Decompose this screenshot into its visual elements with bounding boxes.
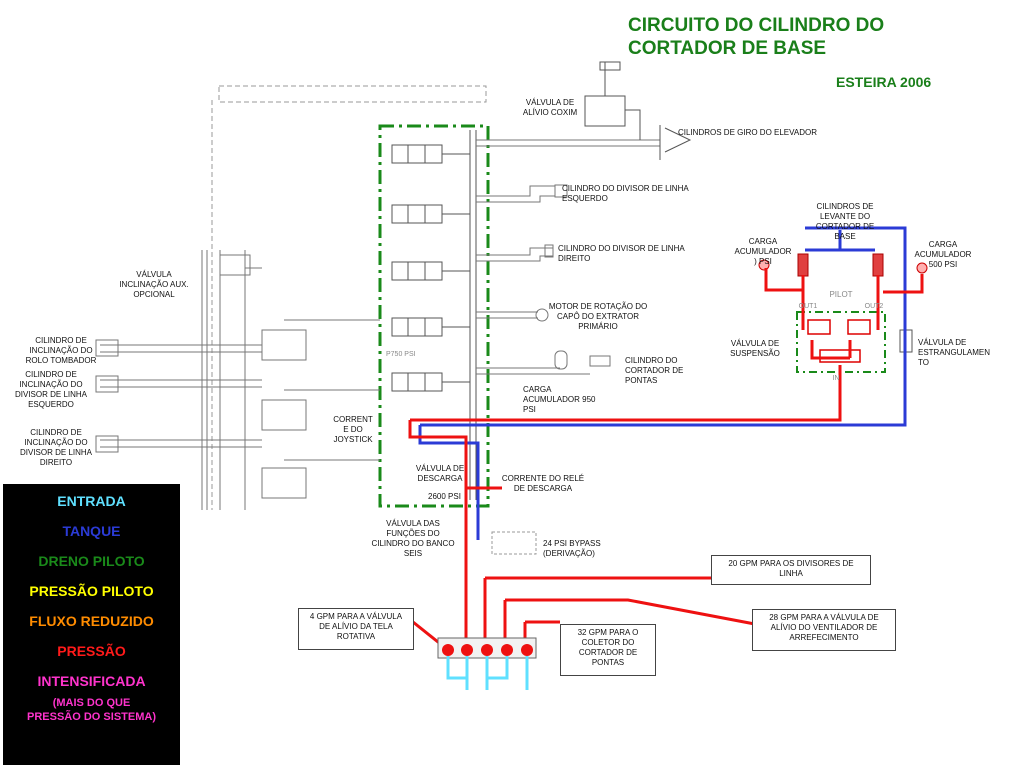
- label-rolo-tombador: CILINDRO DE INCLINAÇÃO DO ROLO TOMBADOR: [25, 336, 97, 365]
- label-pilot: PILOT: [829, 290, 853, 299]
- label-in: IN: [832, 375, 840, 382]
- legend-fluxo-reduzido: FLUXO REDUZIDO: [29, 613, 154, 629]
- label-divisor-esquerdo: CILINDRO DO DIVISOR DE LINHA ESQUERDO: [562, 184, 689, 203]
- valve-bank-outline: [378, 124, 490, 508]
- label-cilindros-giro: CILINDROS DE GIRO DO ELEVADOR: [678, 128, 817, 137]
- box-28-gpm: 28 GPM PARA A VÁLVULA DE ALÍVIO DO VENTI…: [752, 609, 896, 651]
- label-motor-extrator: MOTOR DE ROTAÇÃO DO CAPÔ DO EXTRATOR PRI…: [548, 302, 648, 331]
- legend-dreno-piloto: DRENO PILOTO: [38, 553, 145, 569]
- tank-lines: [418, 226, 907, 540]
- diagram-title: CIRCUITO DO CILINDRO DO CORTADOR DE BASE: [628, 15, 885, 59]
- diagram-subtitle: ESTEIRA 2006: [836, 74, 932, 90]
- legend-pressao-piloto: PRESSÃO PILOTO: [29, 583, 154, 599]
- legend-entrada: ENTRADA: [57, 493, 126, 509]
- label-valvula-suspensao: VÁLVULA DE SUSPENSÃO: [730, 339, 780, 358]
- box-20-gpm: 20 GPM PARA OS DIVISORES DE LINHA: [711, 555, 871, 585]
- label-corrente-rele: CORRENTE DO RELÉ DE DESCARGA: [501, 474, 585, 493]
- legend: ENTRADA TANQUE DRENO PILOTO PRESSÃO PILO…: [3, 484, 180, 765]
- label-bypass: 24 PSI BYPASS (DERIVAÇÃO): [543, 539, 601, 558]
- label-carga-acumulador-500: CARGA ACUMULADOR 500 PSI: [914, 240, 972, 269]
- cushion-relief-valve: [584, 61, 692, 160]
- label-divisor-direito: CILINDRO DO DIVISOR DE LINHA DIREITO: [558, 244, 685, 263]
- valve-bank-sections: [391, 130, 477, 500]
- actuator-lines: [476, 139, 660, 375]
- label-carga-acumulador: CARGA ACUMULADOR ) PSI: [734, 237, 792, 266]
- box-4-gpm: 4 GPM PARA A VÁLVULA DE ALÍVIO DA TELA R…: [298, 608, 414, 650]
- label-funcoes-banco: VÁLVULA DAS FUNÇÕES DO CILINDRO DO BANCO…: [371, 519, 455, 558]
- label-valvula-descarga: VÁLVULA DE DESCARGA: [415, 464, 465, 483]
- label-valvula-alivio-coxim: VÁLVULA DE ALÍVIO COXIM: [522, 98, 578, 117]
- pressure-lines: [408, 268, 924, 652]
- bypass-valve: [491, 531, 537, 555]
- label-incl-divisor-dir: CILINDRO DE INCLINAÇÃO DO DIVISOR DE LIN…: [19, 428, 92, 467]
- legend-pressao: PRESSÃO: [57, 643, 126, 659]
- label-p750: P750 PSI: [386, 351, 416, 358]
- box-32-gpm: 32 GPM PARA O COLETOR DO CORTADOR DE PON…: [560, 624, 656, 676]
- label-valvula-estrangulamento: VÁLVULA DE ESTRANGULAMEN TO: [918, 338, 991, 367]
- label-valvula-inclinacao-aux: VÁLVULA INCLINAÇÃO AUX. OPCIONAL: [119, 270, 189, 299]
- label-corrente-joystick: CORRENT E DO JOYSTICK: [333, 415, 373, 444]
- legend-tanque: TANQUE: [62, 523, 121, 539]
- label-out2: OUT2: [864, 303, 884, 310]
- label-carga-950: CARGA ACUMULADOR 950 PSI: [523, 385, 596, 414]
- pump-manifold: [437, 637, 537, 690]
- label-cilindros-levante: CILINDROS DE LEVANTE DO CORTADOR DE BASE: [815, 202, 875, 241]
- aux-tilt-valve-block: [95, 250, 380, 510]
- label-out1: OUT1: [798, 303, 818, 310]
- upper-dashed-outline: [211, 85, 487, 510]
- legend-mais-que: (MAIS DO QUE PRESSÃO DO SISTEMA): [27, 697, 156, 723]
- legend-intensificada: INTENSIFICADA: [37, 673, 146, 689]
- label-cortador-pontas: CILINDRO DO CORTADOR DE PONTAS: [625, 356, 684, 385]
- label-2600-psi: 2600 PSI: [428, 492, 461, 501]
- label-incl-divisor-esq: CILINDRO DE INCLINAÇÃO DO DIVISOR DE LIN…: [14, 370, 87, 409]
